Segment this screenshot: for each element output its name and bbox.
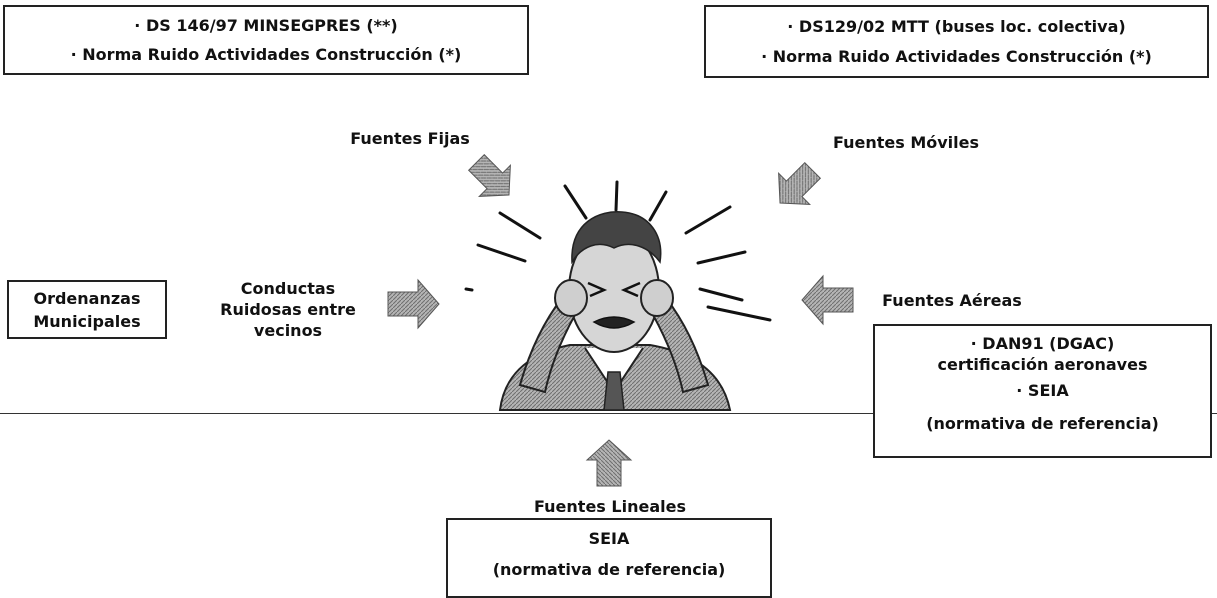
regulation-ds129: · DS129/02 MTT (buses loc. colectiva) bbox=[787, 17, 1126, 36]
regulation-seia: SEIA bbox=[588, 529, 630, 548]
regulation-seia: · SEIA bbox=[1016, 381, 1069, 400]
neighbor-behavior-line-3: vecinos bbox=[253, 321, 323, 340]
separator-line bbox=[0, 413, 1217, 414]
linear-sources-regulation-box: SEIA (normativa de referencia) bbox=[446, 518, 772, 598]
linear-sources-arrow bbox=[585, 439, 633, 487]
fixed-sources-regulation-box: · DS 146/97 MINSEGPRES (**) · Norma Ruid… bbox=[3, 5, 529, 75]
municipal-line-2: Municipales bbox=[33, 312, 141, 331]
regulation-construction-noise: · Norma Ruido Actividades Construcción (… bbox=[70, 45, 462, 64]
municipal-ordinances-box: Ordenanzas Municipales bbox=[7, 280, 167, 339]
reference-norms: (normativa de referencia) bbox=[926, 414, 1159, 433]
fixed-sources-label: Fuentes Fijas bbox=[350, 129, 470, 148]
fixed-sources-arrow bbox=[467, 153, 511, 197]
reference-norms: (normativa de referencia) bbox=[492, 560, 726, 579]
air-sources-regulation-box: · DAN91 (DGAC) certificación aeronaves ·… bbox=[873, 324, 1212, 458]
neighbor-behavior-line-1: Conductas bbox=[240, 279, 336, 298]
neighbor-behavior-label: Conductas Ruidosas entre vecinos bbox=[218, 278, 358, 341]
noise-lines bbox=[464, 180, 772, 322]
neighbor-behavior-arrow bbox=[387, 278, 440, 330]
regulation-construction-noise: · Norma Ruido Actividades Construcción (… bbox=[761, 47, 1152, 66]
mobile-sources-arrow bbox=[778, 161, 822, 205]
neighbor-behavior-line-2: Ruidosas entre bbox=[220, 300, 356, 319]
regulation-dan91: · DAN91 (DGAC) bbox=[970, 334, 1115, 353]
linear-sources-label: Fuentes Lineales bbox=[534, 497, 686, 516]
air-sources-arrow bbox=[801, 274, 854, 326]
regulation-ds146: · DS 146/97 MINSEGPRES (**) bbox=[134, 16, 398, 35]
mobile-sources-regulation-box: · DS129/02 MTT (buses loc. colectiva) · … bbox=[704, 5, 1209, 78]
municipal-line-1: Ordenanzas bbox=[33, 289, 141, 308]
aircraft-certification: certificación aeronaves bbox=[937, 355, 1148, 374]
man-covering-ears-illustration bbox=[498, 211, 732, 411]
air-sources-label: Fuentes Aéreas bbox=[882, 291, 1022, 310]
mobile-sources-label: Fuentes Móviles bbox=[832, 133, 980, 152]
